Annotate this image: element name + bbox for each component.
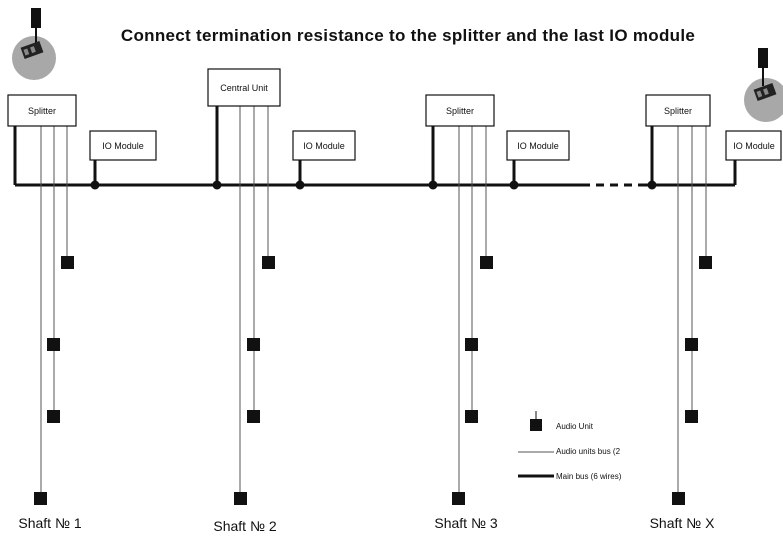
shaft-3-group: Splitter IO Module Shaft № 3 — [425, 94, 570, 531]
bus-junction — [295, 180, 305, 190]
splitter-box — [7, 94, 77, 127]
splitter-box — [425, 94, 495, 127]
io-module-label: IO Module — [102, 141, 144, 151]
bus-junction — [647, 180, 657, 190]
diagram-title: Connect termination resistance to the sp… — [121, 26, 695, 45]
audio-unit — [47, 410, 60, 423]
termination-resistor-icon — [744, 48, 783, 122]
splitter-label: Splitter — [446, 106, 474, 116]
io-module-box — [725, 130, 782, 161]
audio-unit — [685, 338, 698, 351]
splitter-label: Splitter — [28, 106, 56, 116]
audio-unit — [247, 410, 260, 423]
central-unit-label: Central Unit — [220, 83, 268, 93]
legend-audio-unit: Audio Unit — [556, 422, 594, 431]
splitter-box — [645, 94, 711, 127]
audio-unit — [247, 338, 260, 351]
audio-unit — [61, 256, 74, 269]
legend: Audio Unit Audio units bus (2 Main bus (… — [518, 411, 622, 481]
shaft-label: Shaft № 3 — [434, 515, 497, 531]
shaft-label: Shaft № 1 — [18, 515, 81, 531]
bus-junction — [90, 180, 100, 190]
audio-unit — [480, 256, 493, 269]
audio-unit — [234, 492, 247, 505]
splitter-label: Splitter — [664, 106, 692, 116]
audio-unit — [672, 492, 685, 505]
audio-unit — [34, 492, 47, 505]
bus-junction — [428, 180, 438, 190]
io-module-label: IO Module — [517, 141, 559, 151]
io-module-label: IO Module — [733, 141, 775, 151]
shaft-2-group: Central Unit IO Module Shaft № 2 — [207, 68, 356, 534]
audio-unit — [452, 492, 465, 505]
io-module-box — [506, 130, 570, 161]
audio-unit — [262, 256, 275, 269]
io-module-box — [89, 130, 157, 161]
audio-unit — [465, 410, 478, 423]
termination-resistor-icon — [12, 8, 56, 80]
bus-junction — [509, 180, 519, 190]
central-unit-box — [207, 68, 281, 107]
shaft-x-group: Splitter IO Module Shaft № X — [645, 94, 782, 531]
shaft-1-group: Splitter IO Module Shaft № 1 — [7, 94, 157, 531]
audio-unit — [47, 338, 60, 351]
io-module-box — [292, 130, 356, 161]
legend-main-bus: Main bus (6 wires) — [556, 472, 622, 481]
audio-unit — [465, 338, 478, 351]
bus-junction — [212, 180, 222, 190]
audio-unit — [699, 256, 712, 269]
legend-audio-unit-icon — [530, 419, 542, 431]
audio-unit — [685, 410, 698, 423]
shaft-label: Shaft № 2 — [213, 518, 276, 534]
shaft-label: Shaft № X — [650, 515, 715, 531]
io-module-label: IO Module — [303, 141, 345, 151]
legend-audio-bus: Audio units bus (2 — [556, 447, 621, 456]
